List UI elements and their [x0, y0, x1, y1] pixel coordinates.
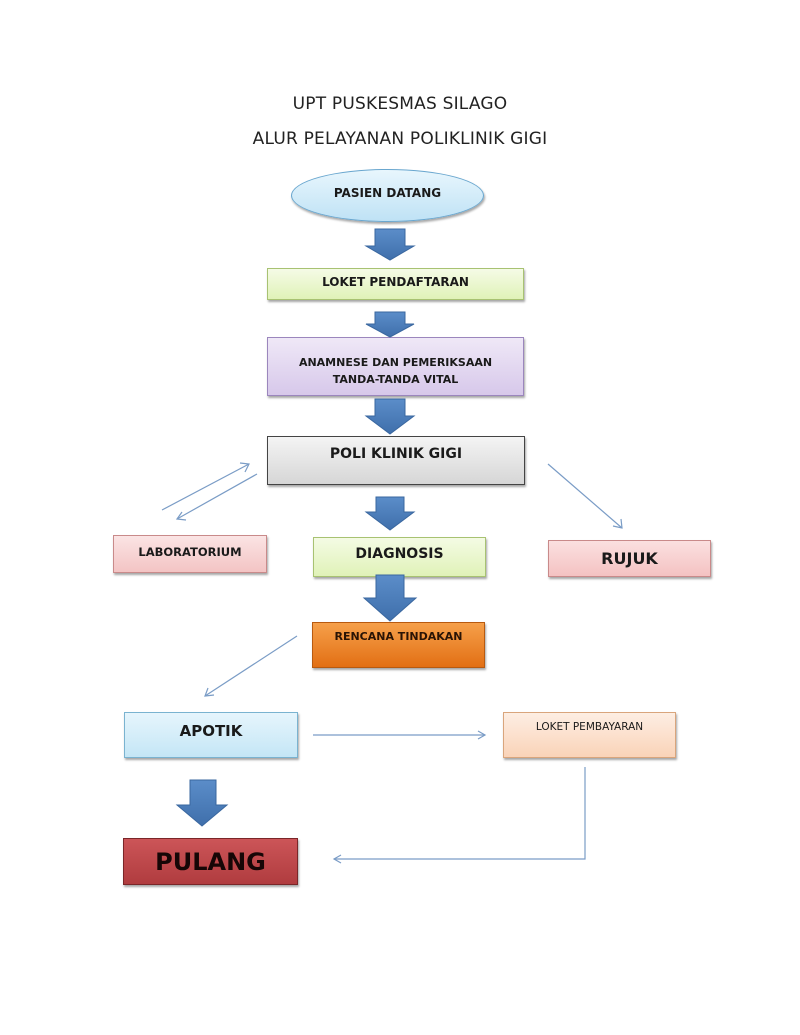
- node-pulang: PULANG: [123, 838, 298, 885]
- node-apotik-label: APOTIK: [179, 722, 243, 740]
- block-arrow-to-rencana-tindakan: [362, 574, 418, 622]
- node-rujuk: RUJUK: [548, 540, 711, 577]
- node-diagnosis: DIAGNOSIS: [313, 537, 486, 577]
- line-apotik-to-pembayaran: [313, 730, 487, 740]
- node-pulang-label: PULANG: [155, 847, 266, 876]
- block-arrow-to-pulang: [175, 779, 229, 827]
- node-pasien-datang: PASIEN DATANG: [291, 169, 484, 222]
- node-anamnese-label-line1: ANAMNESE DAN PEMERIKSAAN: [298, 355, 493, 369]
- block-arrow-to-anamnese: [365, 311, 415, 338]
- node-laboratorium-label: LABORATORIUM: [138, 545, 242, 559]
- node-loket-pendaftaran: LOKET PENDAFTARAN: [267, 268, 524, 300]
- header-title-alur: ALUR PELAYANAN POLIKLINIK GIGI: [252, 129, 548, 149]
- node-poli-klinik-gigi: POLI KLINIK GIGI: [267, 436, 525, 485]
- line-poli-to-rujuk: [547, 463, 623, 529]
- line-rencana-to-apotik: [204, 635, 298, 697]
- node-diagnosis-label: DIAGNOSIS: [355, 546, 444, 562]
- line-pembayaran-to-pulang: [332, 767, 586, 864]
- block-arrow-to-poli-klinik: [364, 398, 416, 435]
- line-lab-to-poli: [161, 462, 250, 511]
- node-loket-pendaftaran-label: LOKET PENDAFTARAN: [322, 275, 469, 289]
- node-rujuk-label: RUJUK: [601, 549, 658, 568]
- block-arrow-to-loket-pendaftaran: [364, 228, 416, 261]
- node-anamnese-label-line2: TANDA-TANDA VITAL: [332, 372, 459, 386]
- node-loket-pembayaran-label: LOKET PEMBAYARAN: [535, 721, 644, 733]
- node-apotik: APOTIK: [124, 712, 298, 758]
- node-laboratorium: LABORATORIUM: [113, 535, 267, 573]
- node-anamnese: ANAMNESE DAN PEMERIKSAAN TANDA-TANDA VIT…: [267, 337, 524, 396]
- node-rencana-tindakan: RENCANA TINDAKAN: [312, 622, 485, 668]
- header-title-puskesmas: UPT PUSKESMAS SILAGO: [292, 94, 508, 114]
- line-poli-to-lab: [175, 473, 258, 521]
- node-rencana-tindakan-label: RENCANA TINDAKAN: [334, 630, 463, 643]
- node-loket-pembayaran: LOKET PEMBAYARAN: [503, 712, 676, 758]
- node-poli-klinik-gigi-label: POLI KLINIK GIGI: [329, 446, 463, 462]
- node-pasien-datang-label: PASIEN DATANG: [333, 185, 442, 200]
- block-arrow-to-diagnosis: [364, 496, 416, 531]
